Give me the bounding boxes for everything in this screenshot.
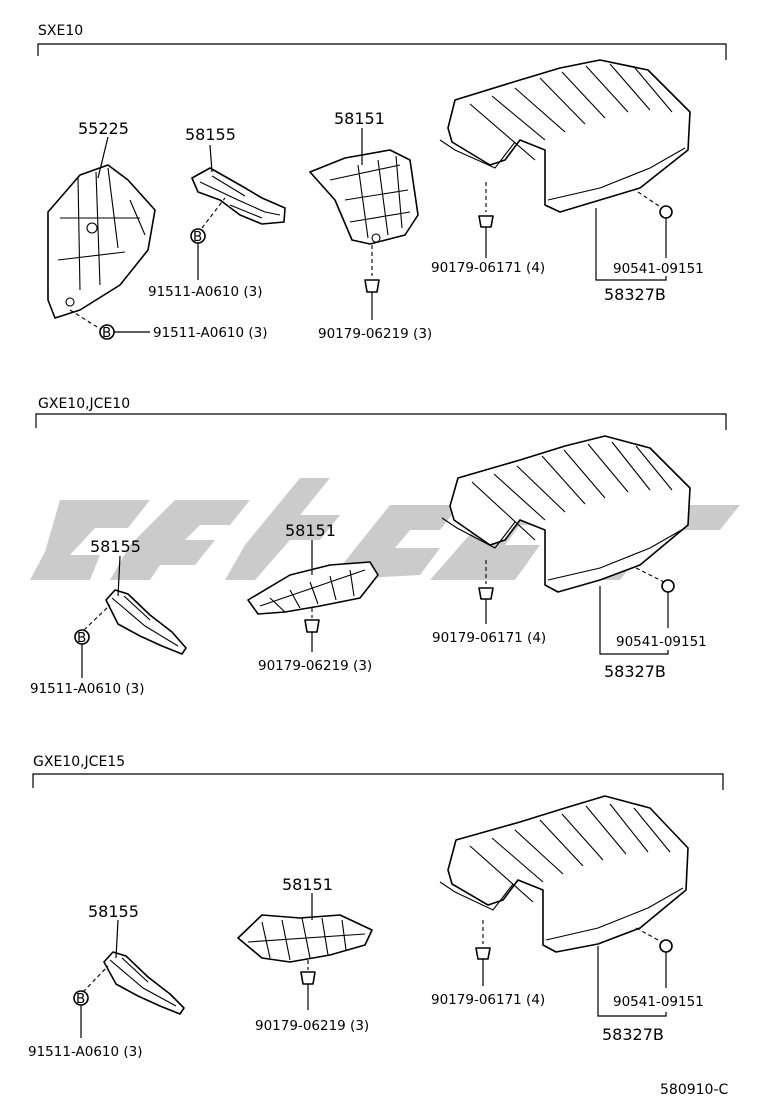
bolt-letter-s1-mid: B	[193, 229, 202, 245]
label-58155-s2: 58155	[90, 537, 141, 556]
label-58151-s3: 58151	[282, 875, 333, 894]
label-nut-s3-mid: 90179-06219 (3)	[255, 1018, 369, 1034]
label-58151-s1: 58151	[334, 109, 385, 128]
nut-s3-mid	[300, 971, 316, 985]
dash-58155-s3	[82, 965, 109, 993]
leader-58155-s2	[117, 555, 121, 597]
label-bolt-s3: 91511-A0610 (3)	[28, 1044, 143, 1060]
section-1-bracket	[37, 43, 727, 60]
part-58151-s3-drawing	[237, 914, 373, 963]
label-cover-s1: 58327B	[604, 285, 666, 304]
label-58155-s3: 58155	[88, 902, 139, 921]
label-nut-s1-right: 90179-06171 (4)	[431, 260, 545, 276]
nut-s3-right	[475, 947, 491, 960]
leader-cover-s3	[597, 946, 667, 1017]
leader-58155-s3	[115, 919, 119, 959]
section-3-bracket	[32, 773, 724, 790]
part-58327B-s1-drawing	[439, 59, 691, 213]
bolt-letter-s1-left: B	[102, 325, 111, 341]
dash-58155-s1	[201, 197, 226, 229]
leader-cover-s2	[599, 586, 669, 655]
nut-s2-right	[478, 587, 494, 600]
nut-s1-mid	[364, 279, 380, 293]
label-cover-s2: 58327B	[604, 662, 666, 681]
part-58327B-s3-drawing	[439, 795, 689, 953]
nut-s2-mid	[304, 619, 320, 633]
part-58155-s3-drawing	[103, 951, 185, 1015]
section-3-header: GXE10,JCE15	[33, 754, 125, 770]
label-clip-s3: 90541-09151	[613, 994, 704, 1010]
leader-58155-s1	[209, 144, 213, 173]
section-2-bracket	[35, 413, 727, 430]
label-clip-s2: 90541-09151	[616, 634, 707, 650]
label-bolt-s1-left: 91511-A0610 (3)	[153, 325, 268, 341]
label-bolt-s2: 91511-A0610 (3)	[30, 681, 145, 697]
part-58151-s2-drawing	[247, 561, 379, 615]
dash-bolt-s1-left	[69, 309, 103, 331]
part-58155-s1-drawing	[191, 167, 286, 225]
section-2-header: GXE10,JCE10	[38, 396, 130, 412]
dash-clip-s3	[635, 927, 663, 943]
part-55225-drawing	[47, 164, 156, 319]
clip-s3	[659, 939, 673, 953]
label-nut-s2-right: 90179-06171 (4)	[432, 630, 546, 646]
clip-s2	[661, 579, 675, 593]
diagram-code: 580910-C	[660, 1082, 728, 1098]
label-nut-s3-right: 90179-06171 (4)	[431, 992, 545, 1008]
bolt-letter-s2: B	[77, 630, 86, 646]
label-58151-s2: 58151	[285, 521, 336, 540]
dash-clip-s1	[637, 191, 663, 209]
clip-s1	[659, 205, 673, 219]
label-nut-s1-mid: 90179-06219 (3)	[318, 326, 432, 342]
label-55225: 55225	[78, 119, 129, 138]
dash-clip-s2	[635, 567, 665, 583]
leader-cover-s1	[595, 208, 667, 281]
label-58155-s1: 58155	[185, 125, 236, 144]
label-bolt-s1-mid: 91511-A0610 (3)	[148, 284, 263, 300]
leader-55225	[97, 136, 109, 179]
section-1-header: SXE10	[38, 23, 83, 39]
label-cover-s3: 58327B	[602, 1025, 664, 1044]
label-clip-s1: 90541-09151	[613, 261, 704, 277]
part-58327B-s2-drawing	[441, 435, 691, 593]
part-58155-s2-drawing	[105, 589, 187, 655]
dash-58155-s2	[83, 604, 111, 631]
nut-s1-right	[478, 215, 494, 228]
bolt-letter-s3: B	[76, 991, 85, 1007]
part-58151-s1-drawing	[309, 149, 419, 245]
label-nut-s2-mid: 90179-06219 (3)	[258, 658, 372, 674]
